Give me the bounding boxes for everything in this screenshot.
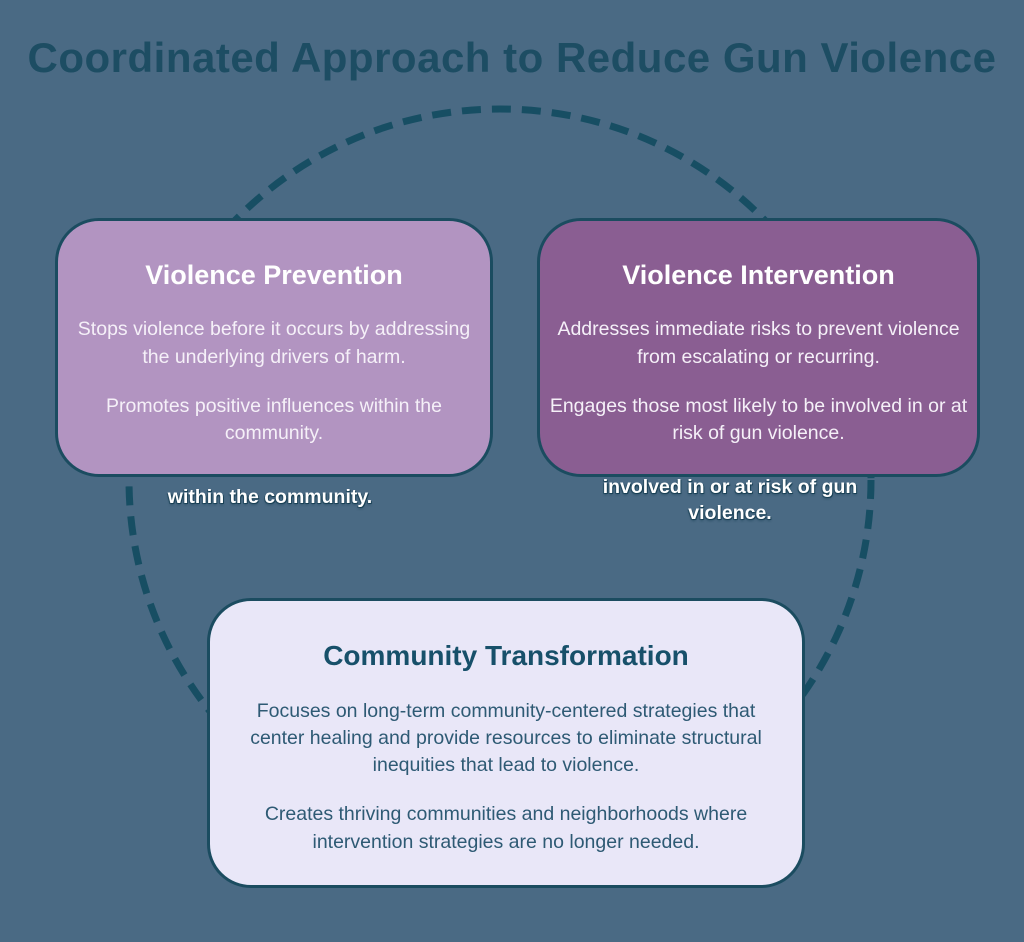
community-transformation-paragraph: Focuses on long-term community-centered … xyxy=(250,699,762,777)
violence-intervention-paragraph: Engages those most likely to be involved… xyxy=(549,394,968,445)
overflow-text-left: within the community. xyxy=(167,486,373,508)
community-transformation-title: Community Transformation xyxy=(323,640,689,671)
overflow-text-right: involved in or at risk of gun violence. xyxy=(602,476,858,525)
violence-prevention-title: Violence Prevention xyxy=(145,260,403,290)
community-transformation-paragraph: Creates thriving communities and neighbo… xyxy=(264,803,748,853)
community-transformation-card: Community Transformation Focuses on long… xyxy=(207,598,805,888)
community-transformation-body: Focuses on long-term community-centered … xyxy=(239,698,773,856)
violence-intervention-title: Violence Intervention xyxy=(622,260,895,290)
violence-intervention-card: Violence Intervention Addresses immediat… xyxy=(537,218,980,477)
violence-prevention-paragraph: Stops violence before it occurs by addre… xyxy=(77,318,471,368)
violence-prevention-paragraph: Promotes positive influences within the … xyxy=(105,394,442,445)
violence-prevention-card: Violence Prevention Stops violence befor… xyxy=(55,218,493,477)
page-title: Coordinated Approach to Reduce Gun Viole… xyxy=(27,34,997,81)
violence-intervention-paragraph: Addresses immediate risks to prevent vio… xyxy=(557,318,960,368)
